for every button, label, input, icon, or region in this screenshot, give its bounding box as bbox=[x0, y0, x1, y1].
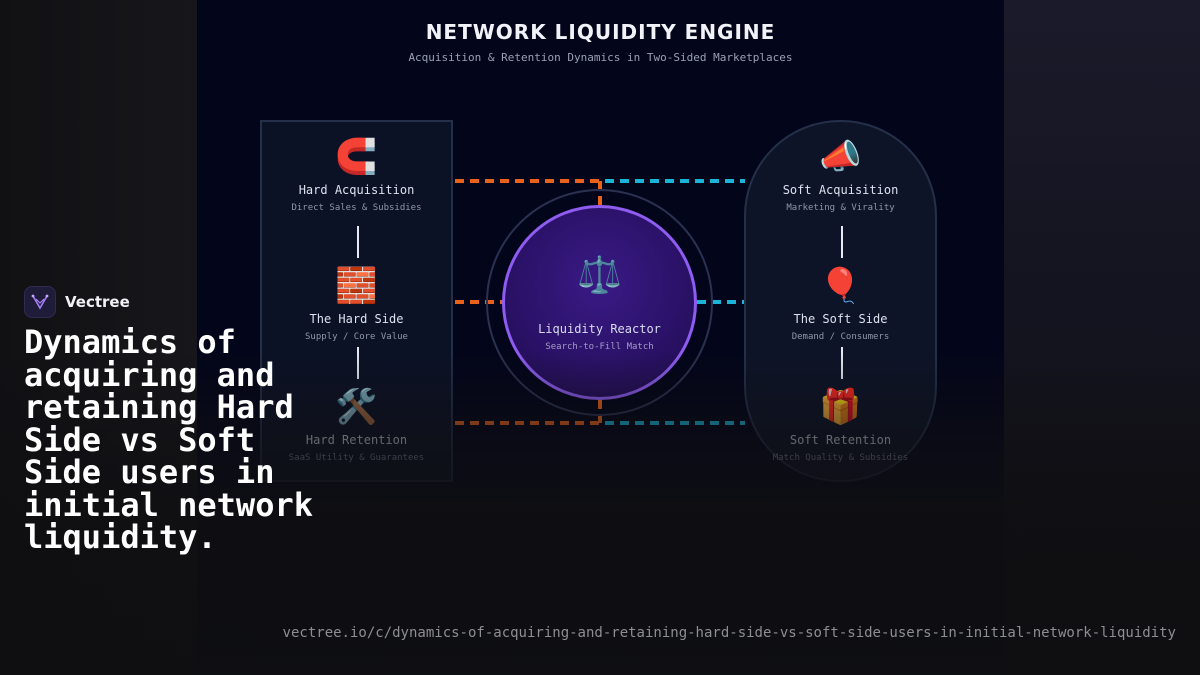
balance-scale-icon: ⚖️ bbox=[577, 255, 622, 296]
soft-side-node: 🎈 The Soft Side Demand / Consumers bbox=[746, 266, 935, 342]
node-sublabel: Demand / Consumers bbox=[791, 332, 890, 342]
megaphone-icon: 📣 bbox=[819, 137, 862, 177]
node-label: Soft Retention bbox=[789, 433, 892, 447]
hard-link-upper bbox=[357, 226, 359, 258]
balloon-icon: 🎈 bbox=[819, 266, 862, 306]
source-url: vectree.io/c/dynamics-of-acquiring-and-r… bbox=[282, 625, 1176, 641]
node-label: Soft Acquisition bbox=[782, 183, 899, 197]
brand: Vectree bbox=[24, 285, 130, 319]
reactor-sublabel: Search-to-Fill Match bbox=[545, 342, 654, 352]
brand-name: Vectree bbox=[65, 293, 130, 311]
vectree-logo-icon bbox=[24, 286, 56, 318]
page-headline: Dynamics of acquiring and retaining Hard… bbox=[24, 323, 313, 556]
node-label: The Soft Side bbox=[793, 312, 888, 326]
soft-retention-node: 🎁 Soft Retention Match Quality & Subsidi… bbox=[746, 387, 935, 463]
brick-icon: 🧱 bbox=[335, 266, 378, 306]
reactor-label: Liquidity Reactor bbox=[538, 322, 661, 336]
node-sublabel: Marketing & Virality bbox=[786, 203, 895, 213]
soft-link-upper bbox=[841, 226, 843, 258]
soft-side-panel: 📣 Soft Acquisition Marketing & Virality … bbox=[744, 120, 937, 482]
magnet-icon: 🧲 bbox=[335, 137, 378, 177]
hard-acquisition-node: 🧲 Hard Acquisition Direct Sales & Subsid… bbox=[262, 137, 451, 213]
liquidity-reactor: ⚖️ Liquidity Reactor Search-to-Fill Matc… bbox=[502, 205, 697, 400]
node-sublabel: Direct Sales & Subsidies bbox=[291, 203, 422, 213]
soft-link-lower bbox=[841, 347, 843, 379]
soft-acquisition-node: 📣 Soft Acquisition Marketing & Virality bbox=[746, 137, 935, 213]
hard-link-lower bbox=[357, 347, 359, 379]
node-label: The Hard Side bbox=[309, 312, 404, 326]
node-label: Hard Acquisition bbox=[298, 183, 415, 197]
node-sublabel: Match Quality & Subsidies bbox=[772, 453, 909, 463]
gift-icon: 🎁 bbox=[819, 387, 862, 427]
right-backdrop bbox=[1004, 0, 1200, 675]
